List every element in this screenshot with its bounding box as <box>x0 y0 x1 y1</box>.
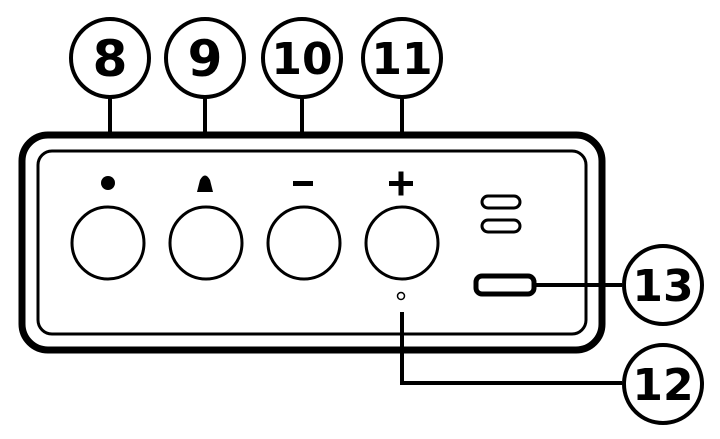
callout-9-label: 9 <box>188 30 223 88</box>
device-body-outer <box>18 131 606 354</box>
callout-13: 13 <box>622 244 704 326</box>
dot-icon <box>101 176 115 190</box>
callout-9: 9 <box>164 17 246 99</box>
button-11[interactable] <box>364 205 440 281</box>
callout-10: 10 <box>261 17 343 99</box>
device-body-inner <box>36 149 588 336</box>
usb-port <box>473 273 537 297</box>
bell-icon <box>197 175 213 192</box>
callout-10-label: 10 <box>271 34 332 85</box>
button-9[interactable] <box>168 205 244 281</box>
vent-slot-bottom <box>480 218 522 234</box>
plus-icon <box>389 171 413 196</box>
button-10[interactable] <box>266 205 342 281</box>
callout-13-label: 13 <box>632 261 693 312</box>
minus-icon <box>293 181 313 186</box>
callout-11-label: 11 <box>371 34 432 85</box>
indicator-led <box>396 291 406 301</box>
callout-12: 12 <box>622 343 704 425</box>
vent-slot-top <box>480 194 522 210</box>
callout-8: 8 <box>69 17 151 99</box>
callout-12-label: 12 <box>632 360 693 411</box>
button-8[interactable] <box>70 205 146 281</box>
callout-8-label: 8 <box>93 30 128 88</box>
leader-line-12 <box>400 312 622 385</box>
callout-11: 11 <box>361 17 443 99</box>
